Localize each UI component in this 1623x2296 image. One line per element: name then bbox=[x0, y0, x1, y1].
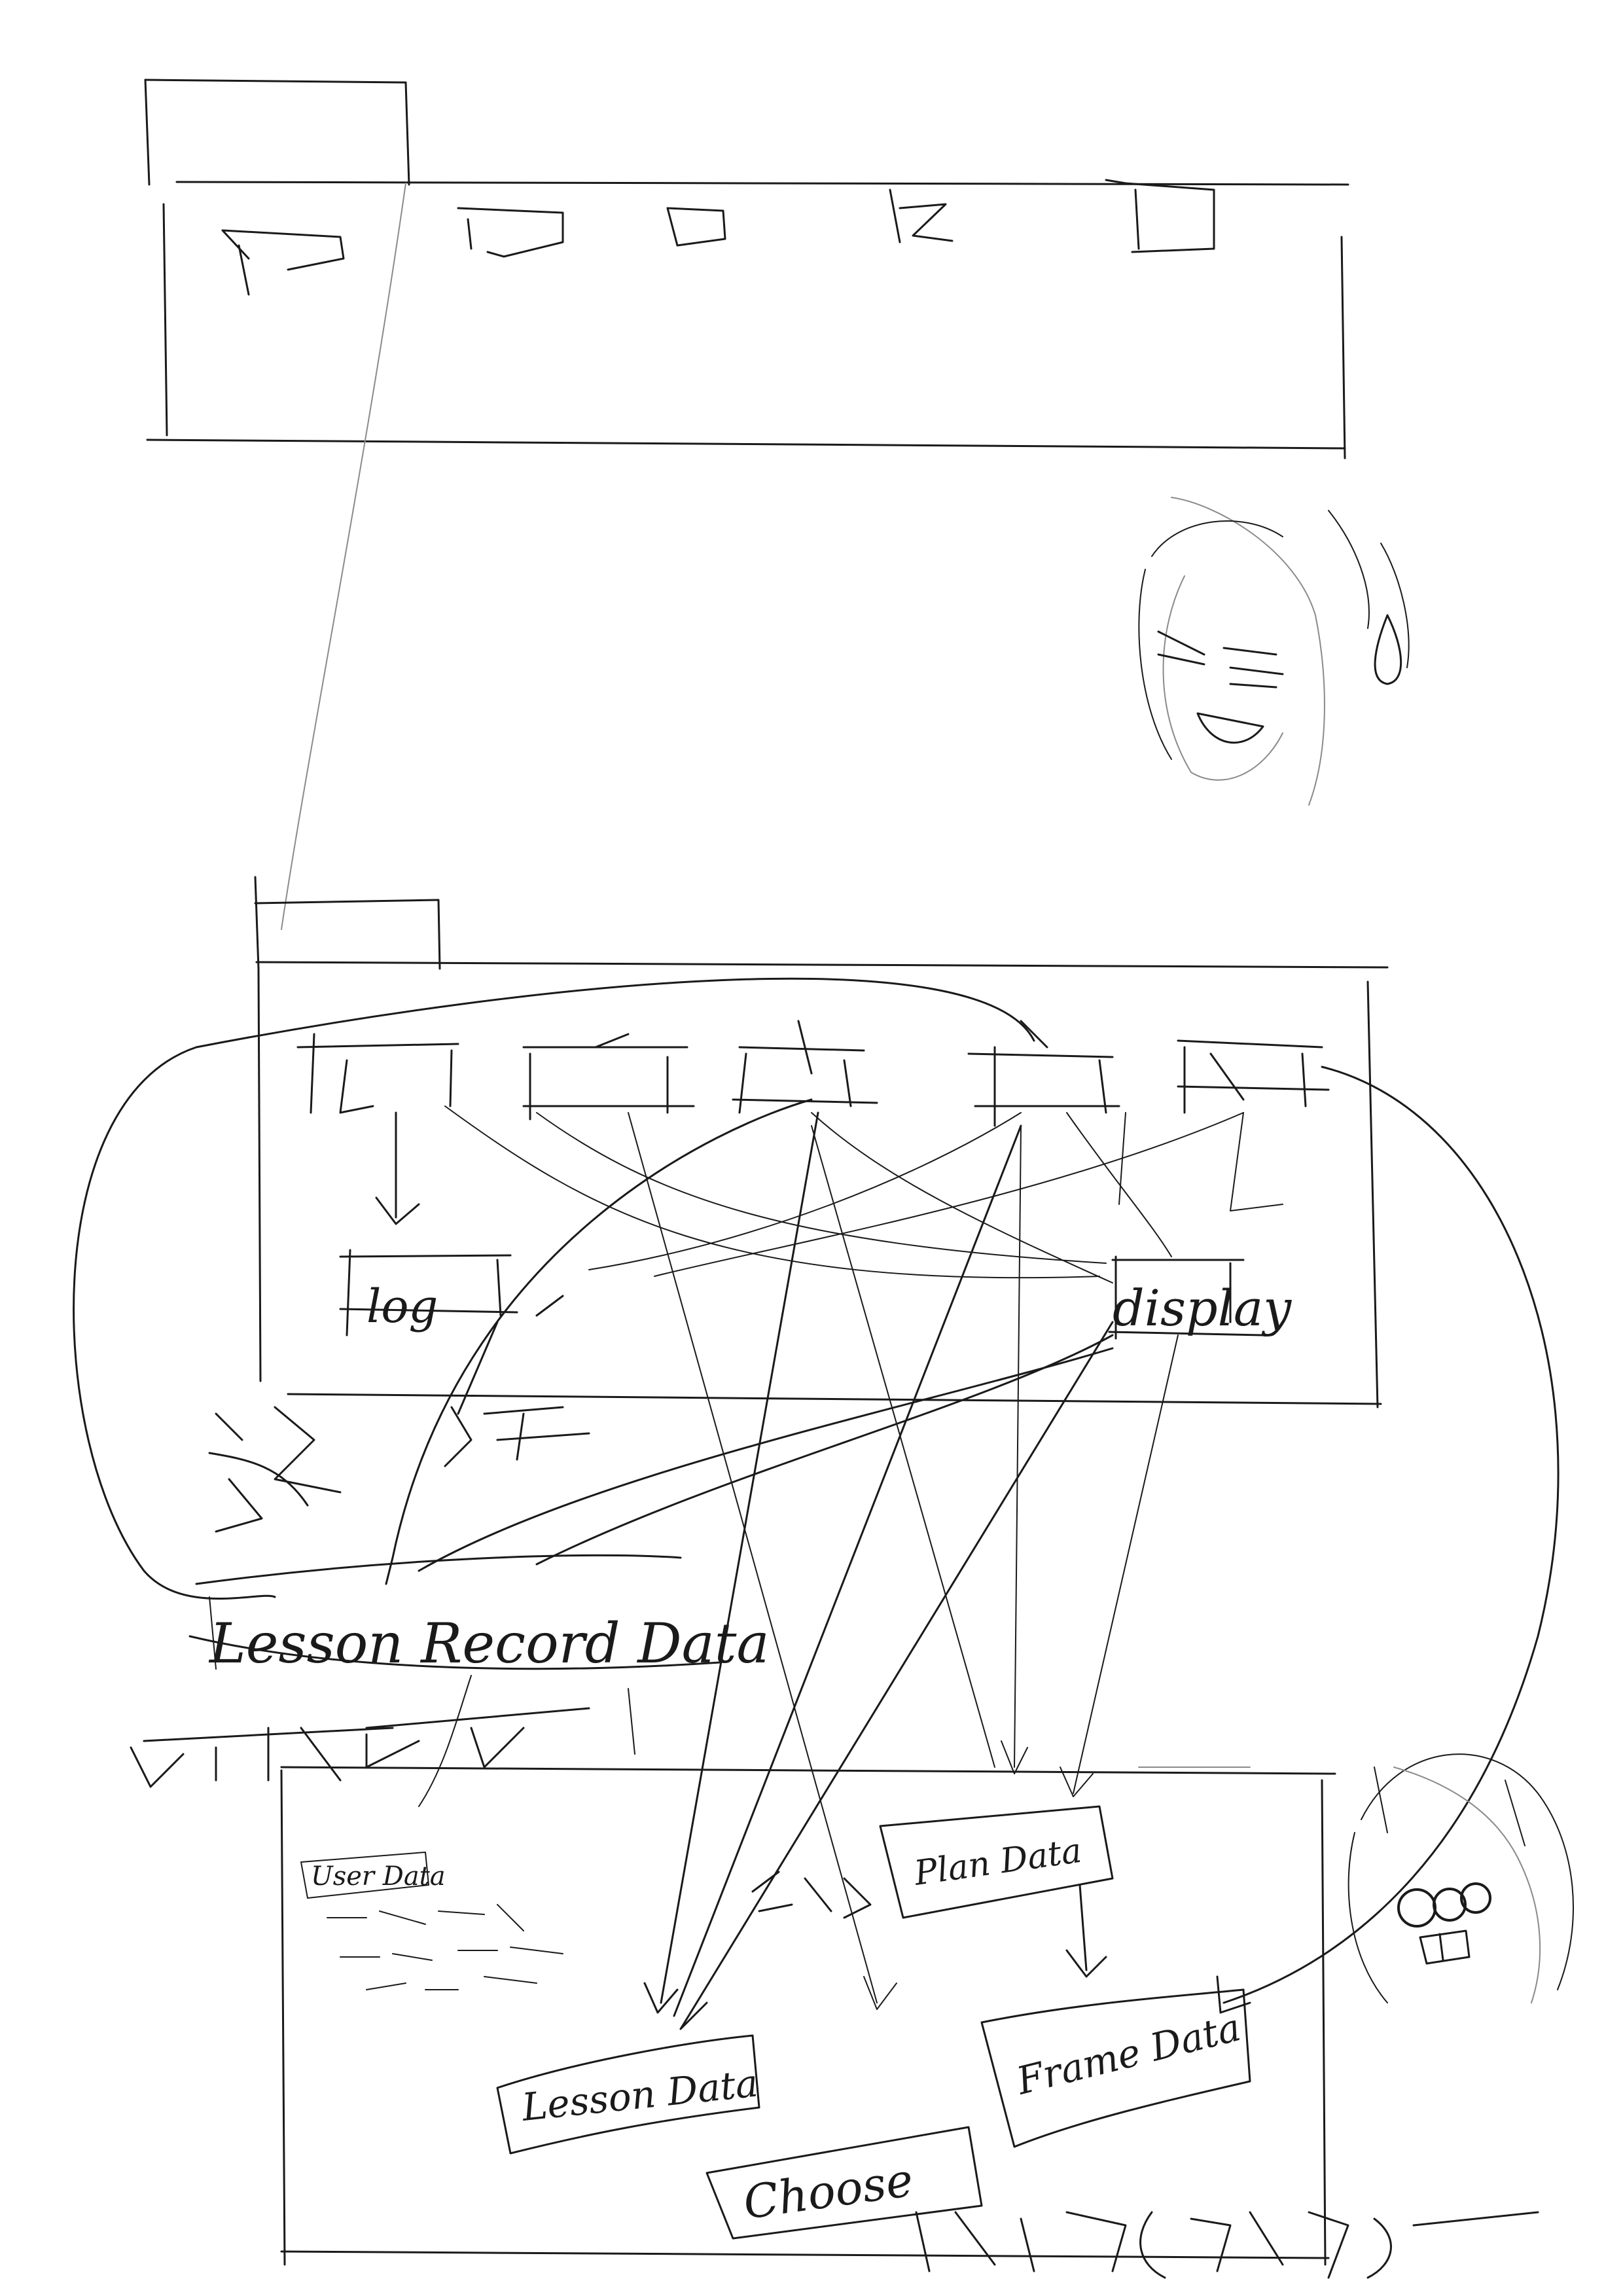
flow-box-log: log bbox=[339, 1249, 518, 1336]
top-slot-3 bbox=[666, 207, 726, 247]
flow-box-3 bbox=[732, 1020, 878, 1114]
doodle-face-glasses bbox=[1347, 1753, 1574, 2003]
flow-box-2 bbox=[522, 1033, 695, 1121]
flow-box-5 bbox=[1177, 1039, 1330, 1114]
top-slot-4 bbox=[889, 188, 954, 243]
lesson-record-label: Lesson Record Data bbox=[208, 1611, 770, 1676]
notes-cluster bbox=[208, 1406, 590, 1533]
lesson-record-band: Lesson Record Data bbox=[130, 1554, 770, 1788]
flow-box-4 bbox=[967, 1020, 1120, 1127]
module-frame-data-label: Frame Data bbox=[1012, 2005, 1245, 2104]
module-user-data-label: User Data bbox=[311, 1861, 446, 1892]
doodle-face-sweat bbox=[1138, 497, 1410, 806]
flow-box-display: display bbox=[1108, 1255, 1292, 1340]
module-plan-data-label: Plan Data bbox=[911, 1831, 1084, 1893]
module-lesson-data: Lesson Data bbox=[496, 2034, 760, 2155]
data-box bbox=[280, 1766, 1336, 2266]
flow-box-log-label: log bbox=[366, 1280, 438, 1333]
module-choose: Choose bbox=[705, 2126, 983, 2240]
module-plan-data: Plan Data bbox=[879, 1805, 1114, 1978]
top-slot-1 bbox=[221, 229, 345, 296]
flow-diagram: log display bbox=[254, 876, 1389, 1415]
module-user-data: User Data bbox=[300, 1852, 563, 1990]
module-frame-data: Frame Data bbox=[980, 1988, 1251, 2148]
flow-box-1 bbox=[296, 1033, 459, 1114]
top-slot-2 bbox=[457, 207, 564, 258]
flow-box-display-label: display bbox=[1113, 1279, 1292, 1337]
data-arrows bbox=[418, 1111, 1179, 2030]
top-mockup bbox=[144, 79, 1349, 930]
loop-arrows bbox=[73, 977, 1560, 2014]
top-slot-5 bbox=[1105, 179, 1215, 253]
